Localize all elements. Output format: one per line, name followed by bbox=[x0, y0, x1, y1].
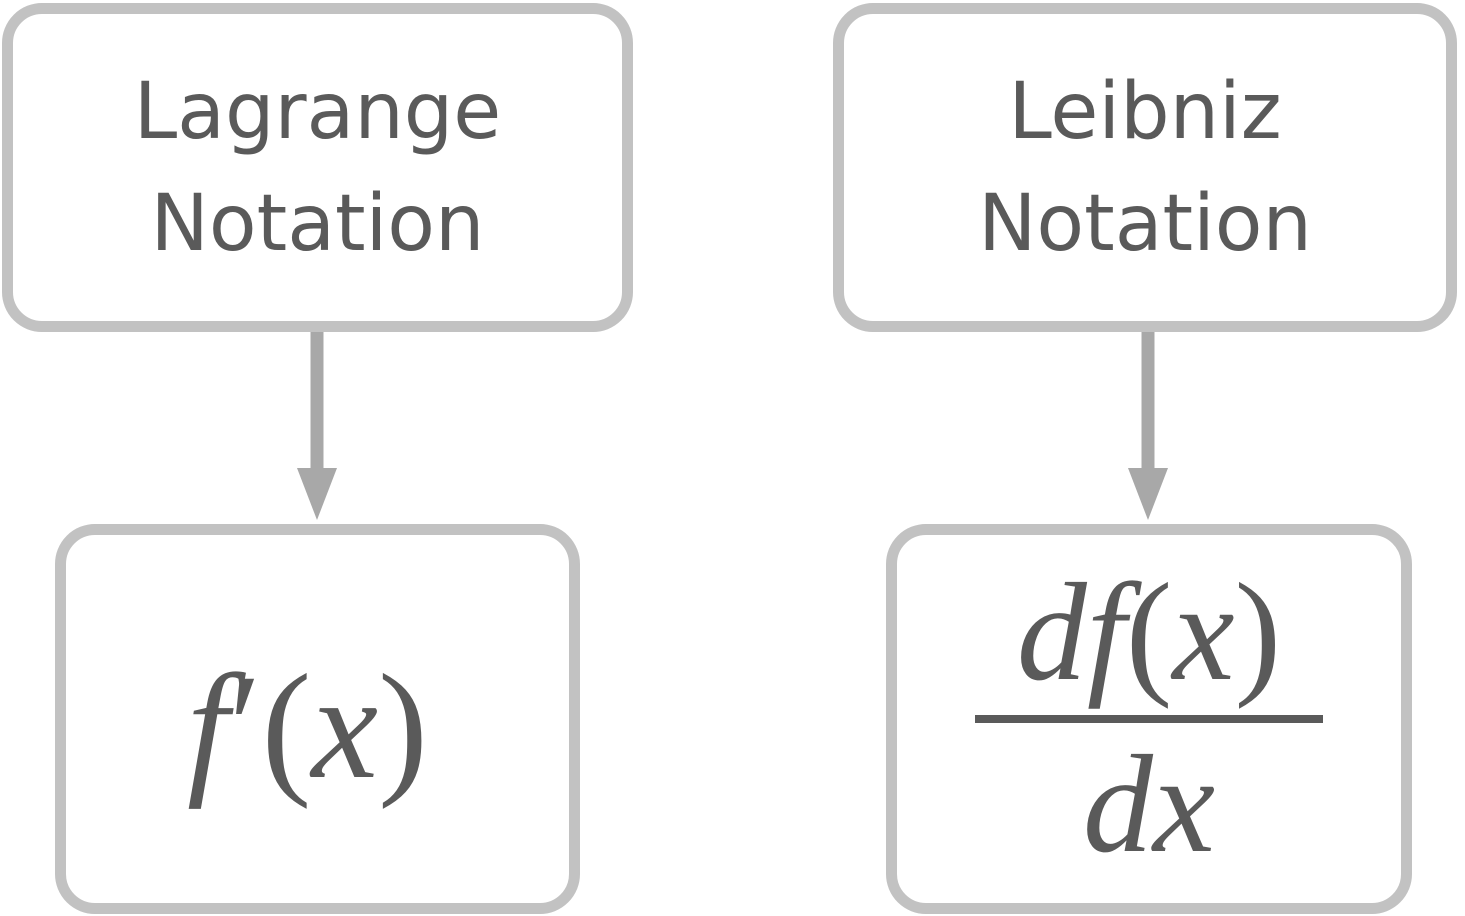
lagrange-notation-label: Lagrange Notation bbox=[134, 56, 502, 280]
formula-close-paren: ) bbox=[378, 644, 428, 810]
numerator-open-paren: ( bbox=[1125, 555, 1173, 710]
numerator-close-paren: ) bbox=[1234, 555, 1282, 710]
lagrange-title-line-2: Notation bbox=[150, 178, 485, 269]
numerator-function: f bbox=[1086, 555, 1126, 710]
fraction-bar bbox=[975, 715, 1323, 723]
numerator-variable: x bbox=[1172, 555, 1235, 710]
leibniz-notation-node: Leibniz Notation bbox=[833, 3, 1457, 332]
formula-prime: ′ bbox=[228, 644, 262, 810]
formula-open-paren: ( bbox=[261, 644, 312, 810]
fraction-numerator: df(x) bbox=[1017, 563, 1281, 715]
fraction-denominator: dx bbox=[1082, 727, 1216, 882]
arrow-leibniz bbox=[1128, 323, 1168, 520]
leibniz-title-line-1: Leibniz bbox=[1008, 66, 1282, 157]
leibniz-fraction: df(x) dx bbox=[975, 563, 1323, 875]
lagrange-formula-node: f′(x) bbox=[55, 524, 580, 914]
numerator-d: d bbox=[1016, 555, 1087, 710]
formula-variable: x bbox=[311, 644, 379, 810]
leibniz-title-line-2: Notation bbox=[978, 178, 1312, 269]
lagrange-title-line-1: Lagrange bbox=[133, 66, 502, 157]
leibniz-notation-label: Leibniz Notation bbox=[978, 56, 1312, 280]
lagrange-formula: f′(x) bbox=[187, 652, 428, 802]
formula-function: f bbox=[187, 644, 229, 810]
lagrange-notation-node: Lagrange Notation bbox=[2, 3, 633, 332]
arrow-lagrange bbox=[297, 323, 337, 520]
leibniz-formula-node: df(x) dx bbox=[886, 524, 1412, 914]
